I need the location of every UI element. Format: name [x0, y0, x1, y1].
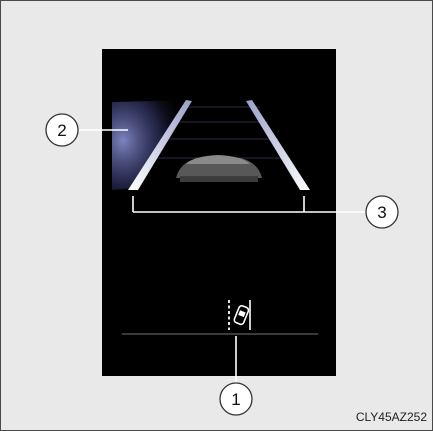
- callout-2: 2: [46, 114, 78, 146]
- lane-departure-highlight: [112, 100, 186, 190]
- callout-2-number: 2: [57, 121, 66, 140]
- lane-departure-alert-icon: [229, 300, 250, 330]
- callout-3-number: 3: [377, 203, 386, 222]
- callout-1-number: 1: [231, 390, 240, 409]
- figure-code: CLY45AZ252: [356, 410, 427, 424]
- lane-line-bracket: [133, 196, 370, 212]
- callout-3: 3: [366, 196, 398, 228]
- vehicle-silhouette: [176, 155, 262, 182]
- callout-1: 1: [220, 383, 252, 415]
